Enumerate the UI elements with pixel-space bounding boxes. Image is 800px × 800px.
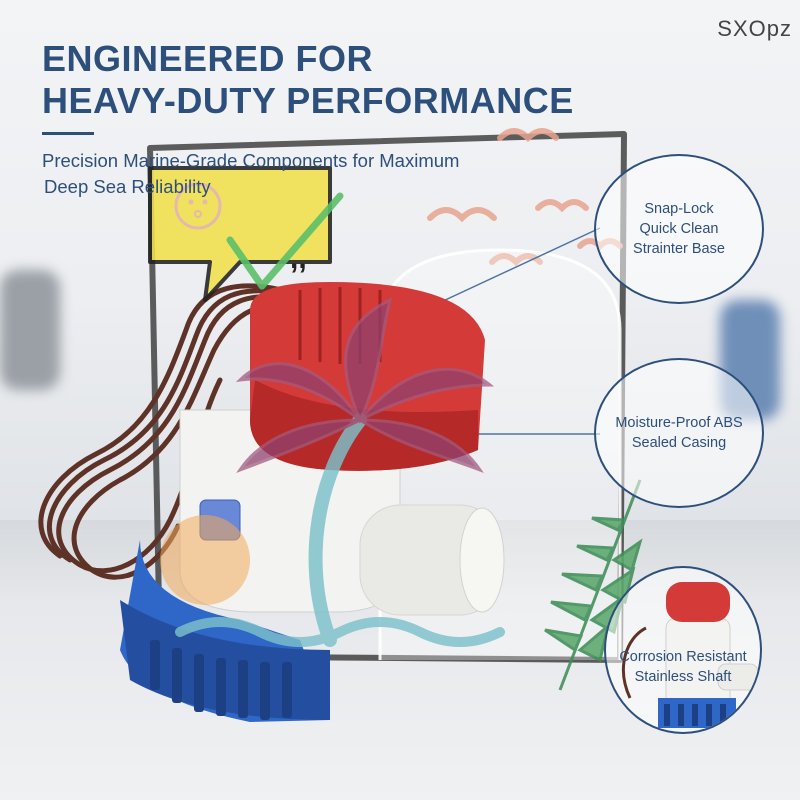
callout-line: Sealed Casing [631, 435, 727, 451]
subheadline-line-1: Precision Marine-Grade Components for Ma… [42, 150, 460, 171]
headline-underline [42, 132, 94, 135]
callout-strainer-base: Snap-Lock Quick Clean Strainter Base [594, 154, 764, 304]
callout-line: Moisture-Proof ABS [615, 415, 743, 431]
background-object-left [0, 270, 60, 390]
subheadline: Precision Marine-Grade Components for Ma… [42, 148, 459, 200]
subheadline-line-2: Deep Sea Reliability [44, 176, 211, 197]
callout-sealed-casing-text: Moisture-Proof ABS Sealed Casing [615, 413, 742, 453]
palm-tree-sticker [175, 297, 505, 647]
callout-sealed-casing: Moisture-Proof ABS Sealed Casing [594, 358, 764, 508]
callout-line: Corrosion Resistant [619, 649, 747, 665]
callout-line: Strainter Base [633, 241, 725, 257]
callout-stainless-shaft-text: Corrosion Resistant Stainless Shaft [619, 647, 746, 687]
orange-circle-sticker [160, 515, 250, 605]
callout-line: Snap-Lock [644, 201, 714, 217]
fern-leaf-sticker [544, 479, 643, 691]
headline-line-1: ENGINEERED FOR [42, 38, 374, 79]
brand-watermark: SXOpz [717, 16, 792, 41]
callout-line: Quick Clean [639, 221, 719, 237]
callout-stainless-shaft: Corrosion Resistant Stainless Shaft [604, 566, 762, 734]
headline-line-2: HEAVY-DUTY PERFORMANCE [42, 80, 574, 121]
mini-pump-image [622, 582, 759, 728]
callout-strainer-base-text: Snap-Lock Quick Clean Strainter Base [633, 199, 725, 259]
callout-line: Stainless Shaft [634, 669, 732, 685]
check-mark-icon [226, 192, 344, 290]
headline: ENGINEERED FOR HEAVY-DUTY PERFORMANCE [42, 38, 574, 122]
speech-bubble-sticker: ,, [148, 166, 332, 302]
pump-wires [38, 283, 309, 580]
